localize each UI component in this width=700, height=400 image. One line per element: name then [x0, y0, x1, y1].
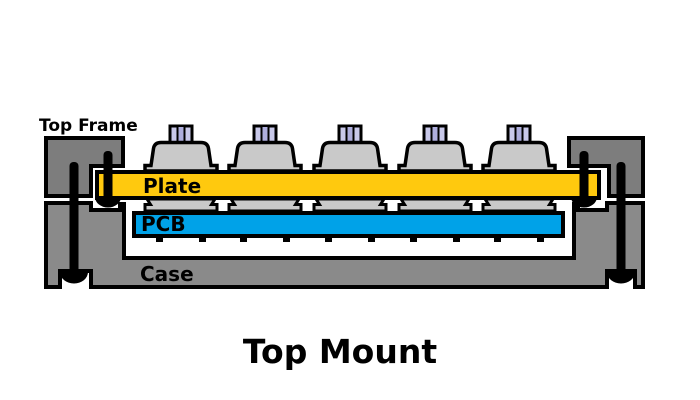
switch-bottom-housing [227, 197, 303, 213]
switch-bottom-housing [481, 197, 557, 213]
pcb-shape [132, 211, 565, 238]
pcb-pin [494, 235, 501, 242]
switch-bottom-housing [312, 197, 388, 213]
pcb-pin [368, 235, 375, 242]
switch-top-housing [481, 124, 557, 173]
pcb-pin [240, 235, 247, 242]
switch-bottom-housing [143, 197, 219, 213]
pcb-pin [283, 235, 290, 242]
screw-shaft-outer-left [69, 162, 79, 274]
switch-top-housing [143, 124, 219, 173]
screw-shaft-inner-right [579, 151, 589, 201]
top-frame-label: Top Frame [39, 116, 138, 136]
diagram-title: Top Mount [243, 332, 437, 371]
switch-top-housing [227, 124, 303, 173]
screw-head-inner-left [95, 197, 121, 208]
switch-top-housing [397, 124, 473, 173]
switch-top-housing [312, 124, 388, 173]
case-shape [44, 201, 645, 289]
top-frame-left-shape [44, 136, 125, 198]
plate-shape [95, 170, 601, 200]
pcb-pin [325, 235, 332, 242]
screw-head-inner-right [571, 197, 597, 208]
pcb-pin [537, 235, 544, 242]
screw-shaft-outer-right [616, 162, 626, 274]
switch-bottom-housings-layer [143, 197, 557, 213]
switch-top-housings-layer [143, 124, 557, 173]
pcb-label: PCB [141, 212, 186, 236]
screw-head-outer-right [607, 272, 635, 284]
pcb-pin [199, 235, 206, 242]
pcb-pin [410, 235, 417, 242]
screws-group [60, 151, 635, 284]
pcb-pin [156, 235, 163, 242]
screw-head-outer-left [60, 272, 88, 284]
plate-label: Plate [143, 174, 201, 198]
pcb-pin [453, 235, 460, 242]
case-label: Case [140, 262, 194, 286]
switch-bottom-housing [397, 197, 473, 213]
screw-shaft-inner-left [103, 151, 113, 201]
